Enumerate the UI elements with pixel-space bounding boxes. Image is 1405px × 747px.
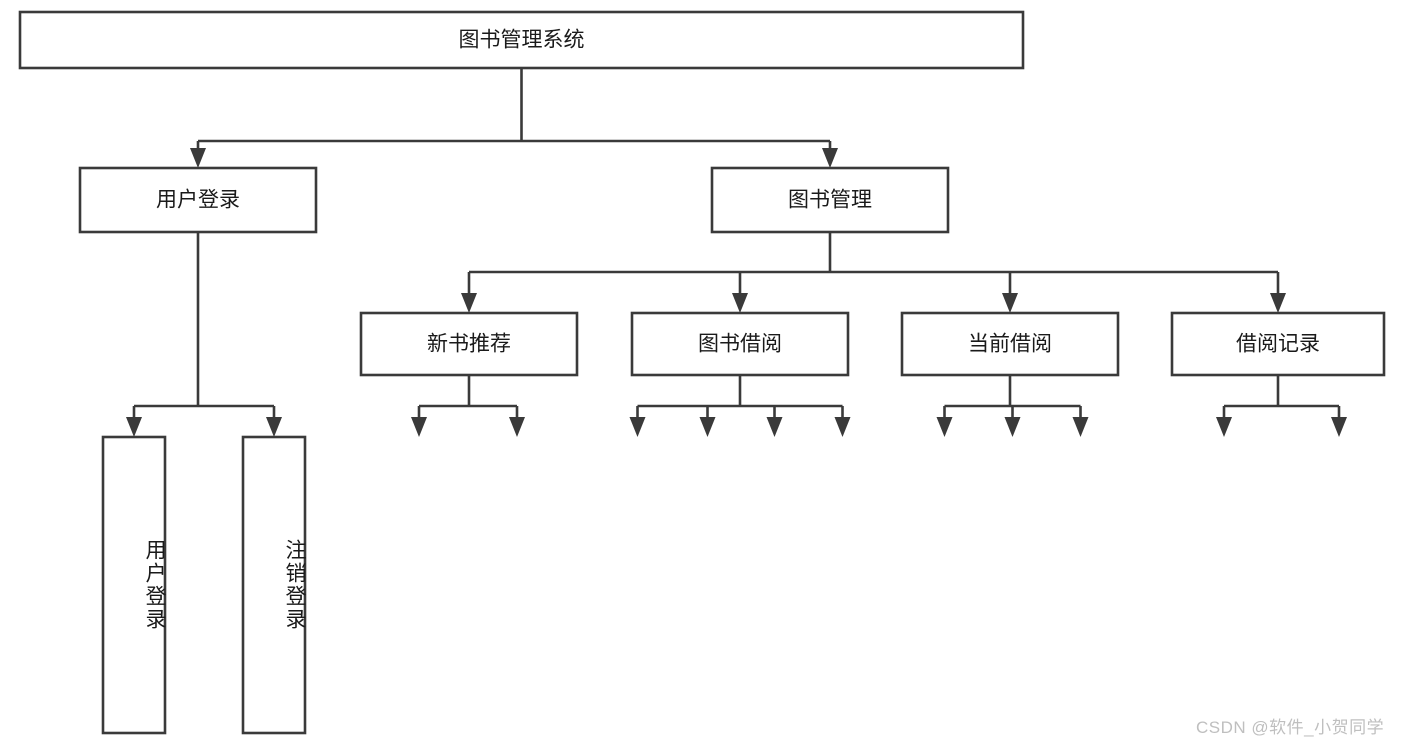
arrow-icon-new-book-recommend [461, 293, 477, 313]
node-user-login[interactable] [78, 166, 318, 234]
node-box-user-logout [241, 435, 307, 735]
connector-layer [126, 68, 1347, 437]
arrow-icon-recommend-borrow-book [509, 417, 525, 437]
arrow-icon-borrow-edit-book [766, 417, 783, 437]
arrow-icon-user-login [190, 148, 206, 168]
node-label-book-manage: 图书管理 [788, 189, 872, 212]
arrow-icon-current-return-book [1004, 417, 1021, 437]
node-label-book-borrow: 图书借阅 [698, 333, 782, 356]
node-borrow-record[interactable] [1170, 311, 1386, 377]
node-label-borrow-record: 借阅记录 [1236, 333, 1320, 356]
arrow-icon-book-manage [822, 148, 838, 168]
node-user-login-do[interactable] [101, 435, 167, 735]
arrow-icon-recommend-query-book [411, 417, 427, 437]
arrow-icon-borrow-record [1270, 293, 1286, 313]
node-label-user-login: 用户登录 [156, 189, 240, 212]
node-box-borrow-record [1170, 311, 1386, 377]
node-book-manage[interactable] [710, 166, 950, 234]
arrow-icon-book-borrow [732, 293, 748, 313]
arrow-icon-current-confirm-return [1072, 417, 1089, 437]
node-box-user-login-do [101, 435, 167, 735]
arrow-icon-user-logout [266, 417, 282, 437]
arrow-icon-borrow-borrow-book [834, 417, 851, 437]
arrow-icon-record-query [1331, 417, 1347, 437]
node-box-user-login [78, 166, 318, 234]
node-box-book-manage [710, 166, 950, 234]
node-user-logout[interactable] [241, 435, 307, 735]
node-box-book-borrow [630, 311, 850, 377]
arrow-icon-record-add [1216, 417, 1232, 437]
node-book-borrow[interactable] [630, 311, 850, 377]
arrow-icon-borrow-add-book [699, 417, 716, 437]
node-box-current-borrow [900, 311, 1120, 377]
node-current-borrow[interactable] [900, 311, 1120, 377]
csdn-watermark: CSDN @软件_小贺同学 [1196, 718, 1385, 737]
node-new-book-recommend[interactable] [359, 311, 579, 377]
arrow-icon-current-query-book [936, 417, 953, 437]
node-label-root: 图书管理系统 [459, 29, 585, 52]
node-box-new-book-recommend [359, 311, 579, 377]
node-label-new-book-recommend: 新书推荐 [427, 333, 511, 356]
arrow-icon-current-borrow [1002, 293, 1018, 313]
node-root[interactable] [18, 10, 1025, 70]
arrow-icon-user-login-do [126, 417, 142, 437]
node-label-current-borrow: 当前借阅 [968, 333, 1052, 356]
node-box-root [18, 10, 1025, 70]
arrow-icon-borrow-query-book [629, 417, 646, 437]
